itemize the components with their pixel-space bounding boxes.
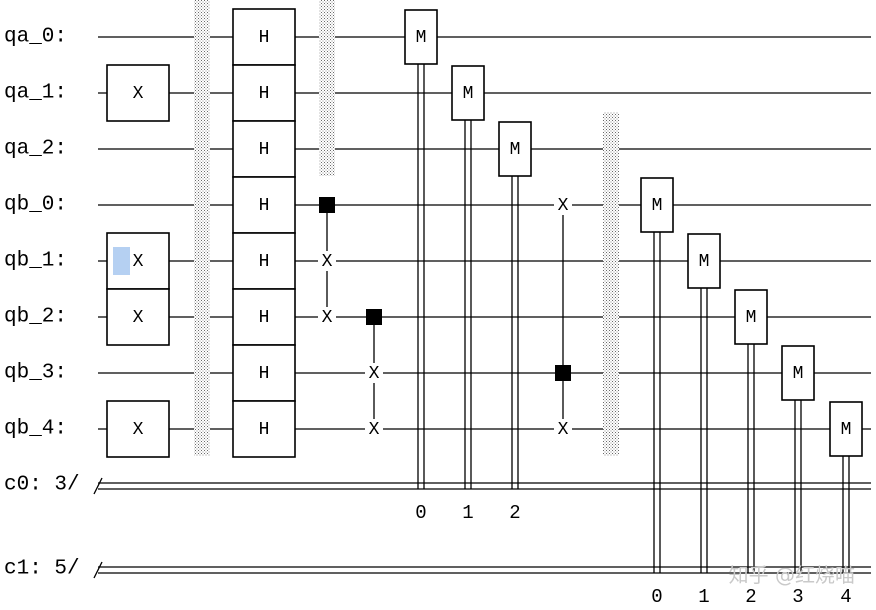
h-gate-qa_2: [232, 120, 296, 178]
measure-qb_0-label: M: [652, 196, 663, 216]
h-gate-qb_0-label: H: [259, 196, 270, 216]
h-gate-qb_2-label: H: [259, 308, 270, 328]
qubit-label-qb_4: qb_4:: [4, 418, 67, 441]
barrier-2: [319, 0, 335, 176]
measure-qb_0: [640, 177, 674, 233]
qubit-label-qa_2: qa_2:: [4, 138, 67, 161]
qubit-label-qb_1: qb_1:: [4, 250, 67, 273]
swap-bg-1: [365, 419, 383, 439]
creg-label-c1: c1: 5/: [4, 558, 80, 581]
measure-qb_2: [734, 289, 768, 345]
creg-index-c1-2: 2: [745, 586, 756, 608]
swap-bg-2: [554, 419, 572, 439]
x-gate-qb_4-label: X: [133, 420, 144, 440]
x-gate-qa_1: [106, 64, 170, 122]
cswap-control-0: [319, 197, 335, 213]
measure-qa_1-label: M: [463, 84, 474, 104]
swap-bg-2: [554, 195, 572, 215]
cswap-control-2: [555, 365, 571, 381]
swap-target-0-qb_2: X: [322, 308, 333, 328]
cswap-control-1: [366, 309, 382, 325]
h-gate-qb_1: [232, 232, 296, 290]
measure-qa_1: [451, 65, 485, 121]
qubit-label-qb_0: qb_0:: [4, 194, 67, 217]
h-gate-qb_3-label: H: [259, 364, 270, 384]
creg-index-c0-1: 1: [462, 502, 473, 524]
swap-target-2-qb_4: X: [558, 420, 569, 440]
measure-qa_0-label: M: [416, 28, 427, 48]
x-gate-qa_1-label: X: [133, 84, 144, 104]
swap-target-1-qb_3: X: [369, 364, 380, 384]
swap-target-2-qb_0: X: [558, 196, 569, 216]
creg-index-c1-3: 3: [792, 586, 803, 608]
h-gate-qa_2-label: H: [259, 140, 270, 160]
barrier-1: [194, 0, 210, 456]
h-gate-qb_1-label: H: [259, 252, 270, 272]
qubit-label-qb_3: qb_3:: [4, 362, 67, 385]
swap-target-1-qb_4: X: [369, 420, 380, 440]
creg-index-c1-4: 4: [840, 586, 851, 608]
h-gate-qb_4-label: H: [259, 420, 270, 440]
measure-qb_3: [781, 345, 815, 401]
barrier-3: [603, 112, 619, 456]
creg-index-c1-1: 1: [698, 586, 709, 608]
h-gate-qb_4: [232, 400, 296, 458]
creg-index-c0-0: 0: [415, 502, 426, 524]
creg-index-c1-0: 0: [651, 586, 662, 608]
swap-bg-1: [365, 363, 383, 383]
swap-bg-0: [318, 307, 336, 327]
qubit-label-qa_1: qa_1:: [4, 82, 67, 105]
x-gate-qb_1-label: X: [133, 252, 144, 272]
selection-highlight: [113, 247, 130, 275]
creg-slash-c1: [93, 561, 103, 579]
h-gate-qb_2: [232, 288, 296, 346]
swap-bg-0: [318, 251, 336, 271]
measure-qa_2-label: M: [510, 140, 521, 160]
measure-qb_1: [687, 233, 721, 289]
x-gate-qb_2-label: X: [133, 308, 144, 328]
measure-qb_4-label: M: [841, 420, 852, 440]
h-gate-qa_1-label: H: [259, 84, 270, 104]
creg-index-c0-2: 2: [509, 502, 520, 524]
x-gate-qb_2: [106, 288, 170, 346]
qubit-label-qb_2: qb_2:: [4, 306, 67, 329]
measure-qb_4: [829, 401, 863, 457]
creg-slash-c0: [93, 477, 103, 495]
x-gate-qb_4: [106, 400, 170, 458]
qubit-label-qa_0: qa_0:: [4, 26, 67, 49]
measure-qb_2-label: M: [746, 308, 757, 328]
measure-qa_2: [498, 121, 532, 177]
measure-qb_1-label: M: [699, 252, 710, 272]
creg-label-c0: c0: 3/: [4, 474, 80, 497]
measure-qa_0: [404, 9, 438, 65]
watermark-text: 知乎 @红烧喵: [729, 563, 855, 587]
swap-target-0-qb_1: X: [322, 252, 333, 272]
h-gate-qa_0-label: H: [259, 28, 270, 48]
measure-qb_3-label: M: [793, 364, 804, 384]
